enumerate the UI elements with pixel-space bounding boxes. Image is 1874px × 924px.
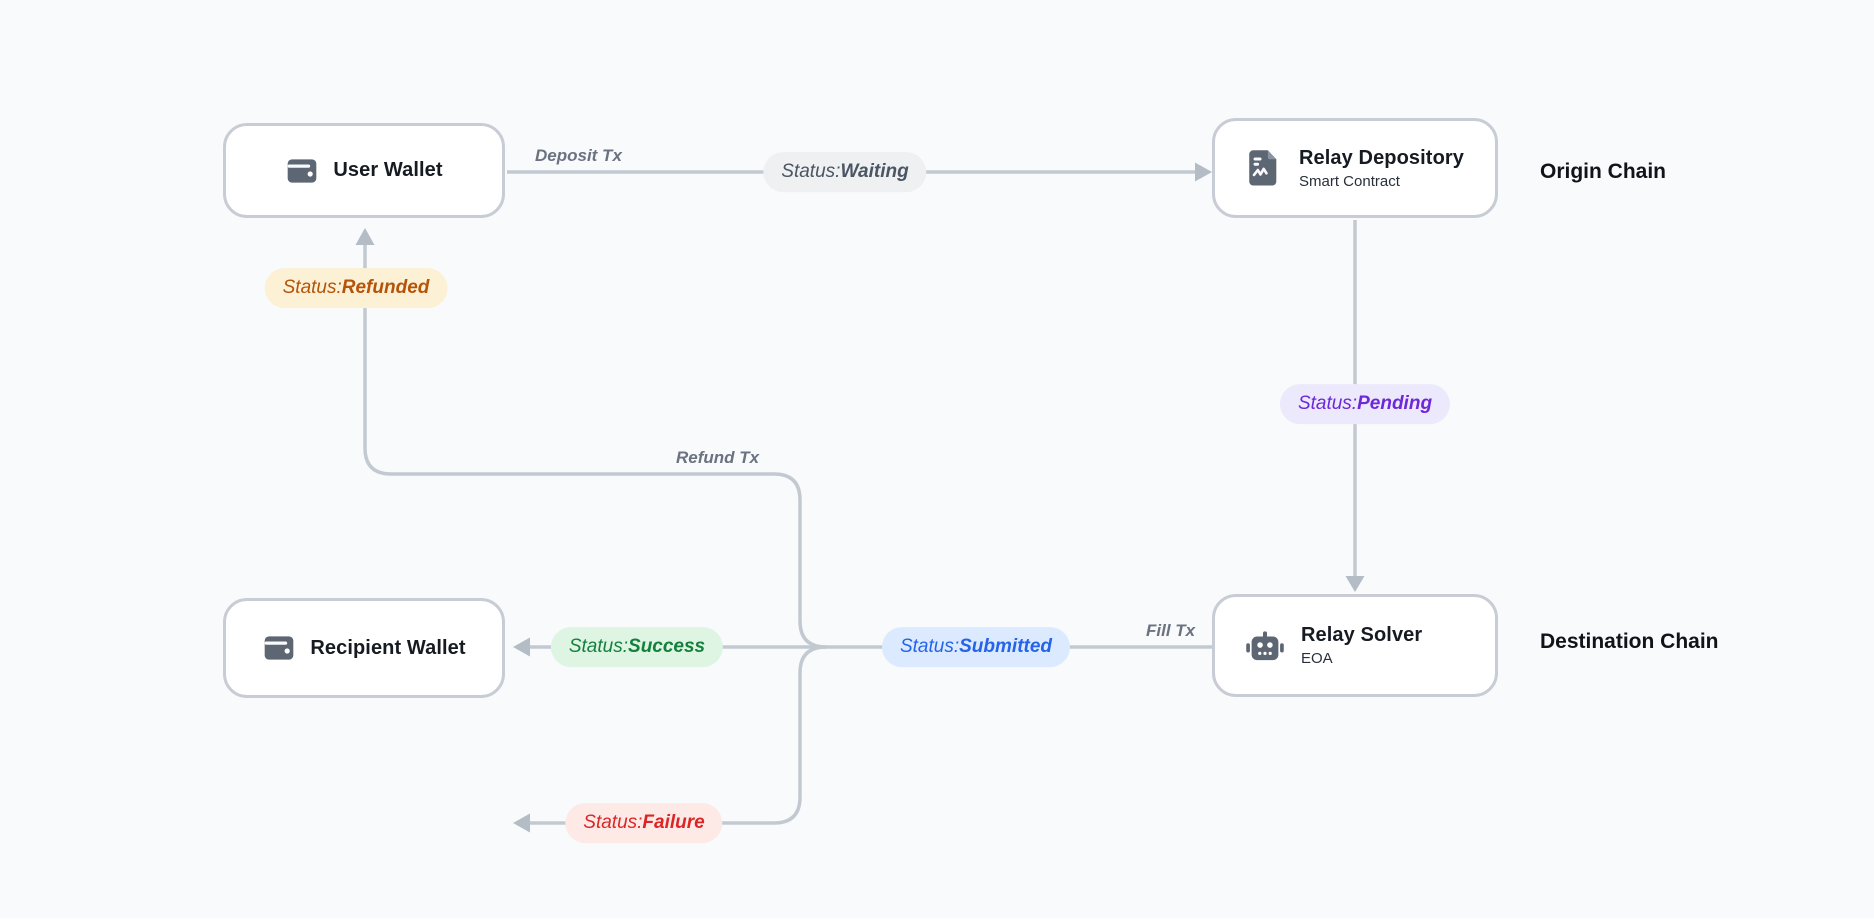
badge-prefix: Status: <box>781 161 841 183</box>
arrowhead-failure <box>513 813 530 833</box>
robot-icon <box>1245 627 1285 665</box>
refund-tx-label: Refund Tx <box>676 448 760 467</box>
badge-value: Waiting <box>840 161 909 183</box>
wallet-icon <box>262 633 296 663</box>
node-title: Relay Depository <box>1299 146 1464 169</box>
arrowhead-into-user-wallet <box>355 228 375 245</box>
status-failure-badge: Status:Failure <box>565 803 723 843</box>
bottom-strip <box>0 918 1874 924</box>
edge-refund-tx <box>363 245 827 649</box>
arrowhead-into-relay-solver <box>1345 576 1365 592</box>
badge-value: Pending <box>1357 393 1433 415</box>
node-user-wallet[interactable]: User Wallet <box>223 123 505 218</box>
status-success-badge: Status:Success <box>550 627 724 667</box>
badge-prefix: Status: <box>583 812 643 834</box>
node-title: User Wallet <box>333 159 443 181</box>
node-subtitle: EOA <box>1301 650 1333 667</box>
node-title: Relay Solver <box>1301 624 1423 646</box>
badge-prefix: Status: <box>1297 393 1358 415</box>
node-title: Recipient Wallet <box>310 636 466 659</box>
badge-value: Refunded <box>341 277 430 299</box>
node-subtitle: Smart Contract <box>1299 172 1400 190</box>
badge-value: Success <box>628 636 706 658</box>
contract-file-icon <box>1245 148 1283 188</box>
edge-failure <box>530 645 827 825</box>
node-relay-solver[interactable]: Relay Solver EOA <box>1212 594 1498 697</box>
badge-value: Failure <box>642 812 705 834</box>
status-waiting-badge: Status:Waiting <box>763 152 927 192</box>
status-submitted-badge: Status:Submitted <box>881 627 1071 667</box>
node-relay-depository[interactable]: Relay Depository Smart Contract <box>1212 118 1498 218</box>
fill-tx-label: Fill Tx <box>1146 621 1196 640</box>
arrowhead-into-recipient-wallet <box>513 637 530 657</box>
status-refunded-badge: Status:Refunded <box>264 268 448 308</box>
deposit-tx-label: Deposit Tx <box>535 146 622 165</box>
status-pending-badge: Status:Pending <box>1279 384 1451 424</box>
node-recipient-wallet[interactable]: Recipient Wallet <box>223 598 505 698</box>
badge-value: Submitted <box>959 636 1053 658</box>
origin-chain-label: Origin Chain <box>1540 160 1666 183</box>
badge-prefix: Status: <box>282 277 342 299</box>
arrowhead-into-relay-depository <box>1195 162 1212 182</box>
wallet-icon <box>285 156 319 186</box>
destination-chain-label: Destination Chain <box>1540 630 1719 653</box>
badge-prefix: Status: <box>899 636 960 658</box>
badge-prefix: Status: <box>568 636 629 658</box>
